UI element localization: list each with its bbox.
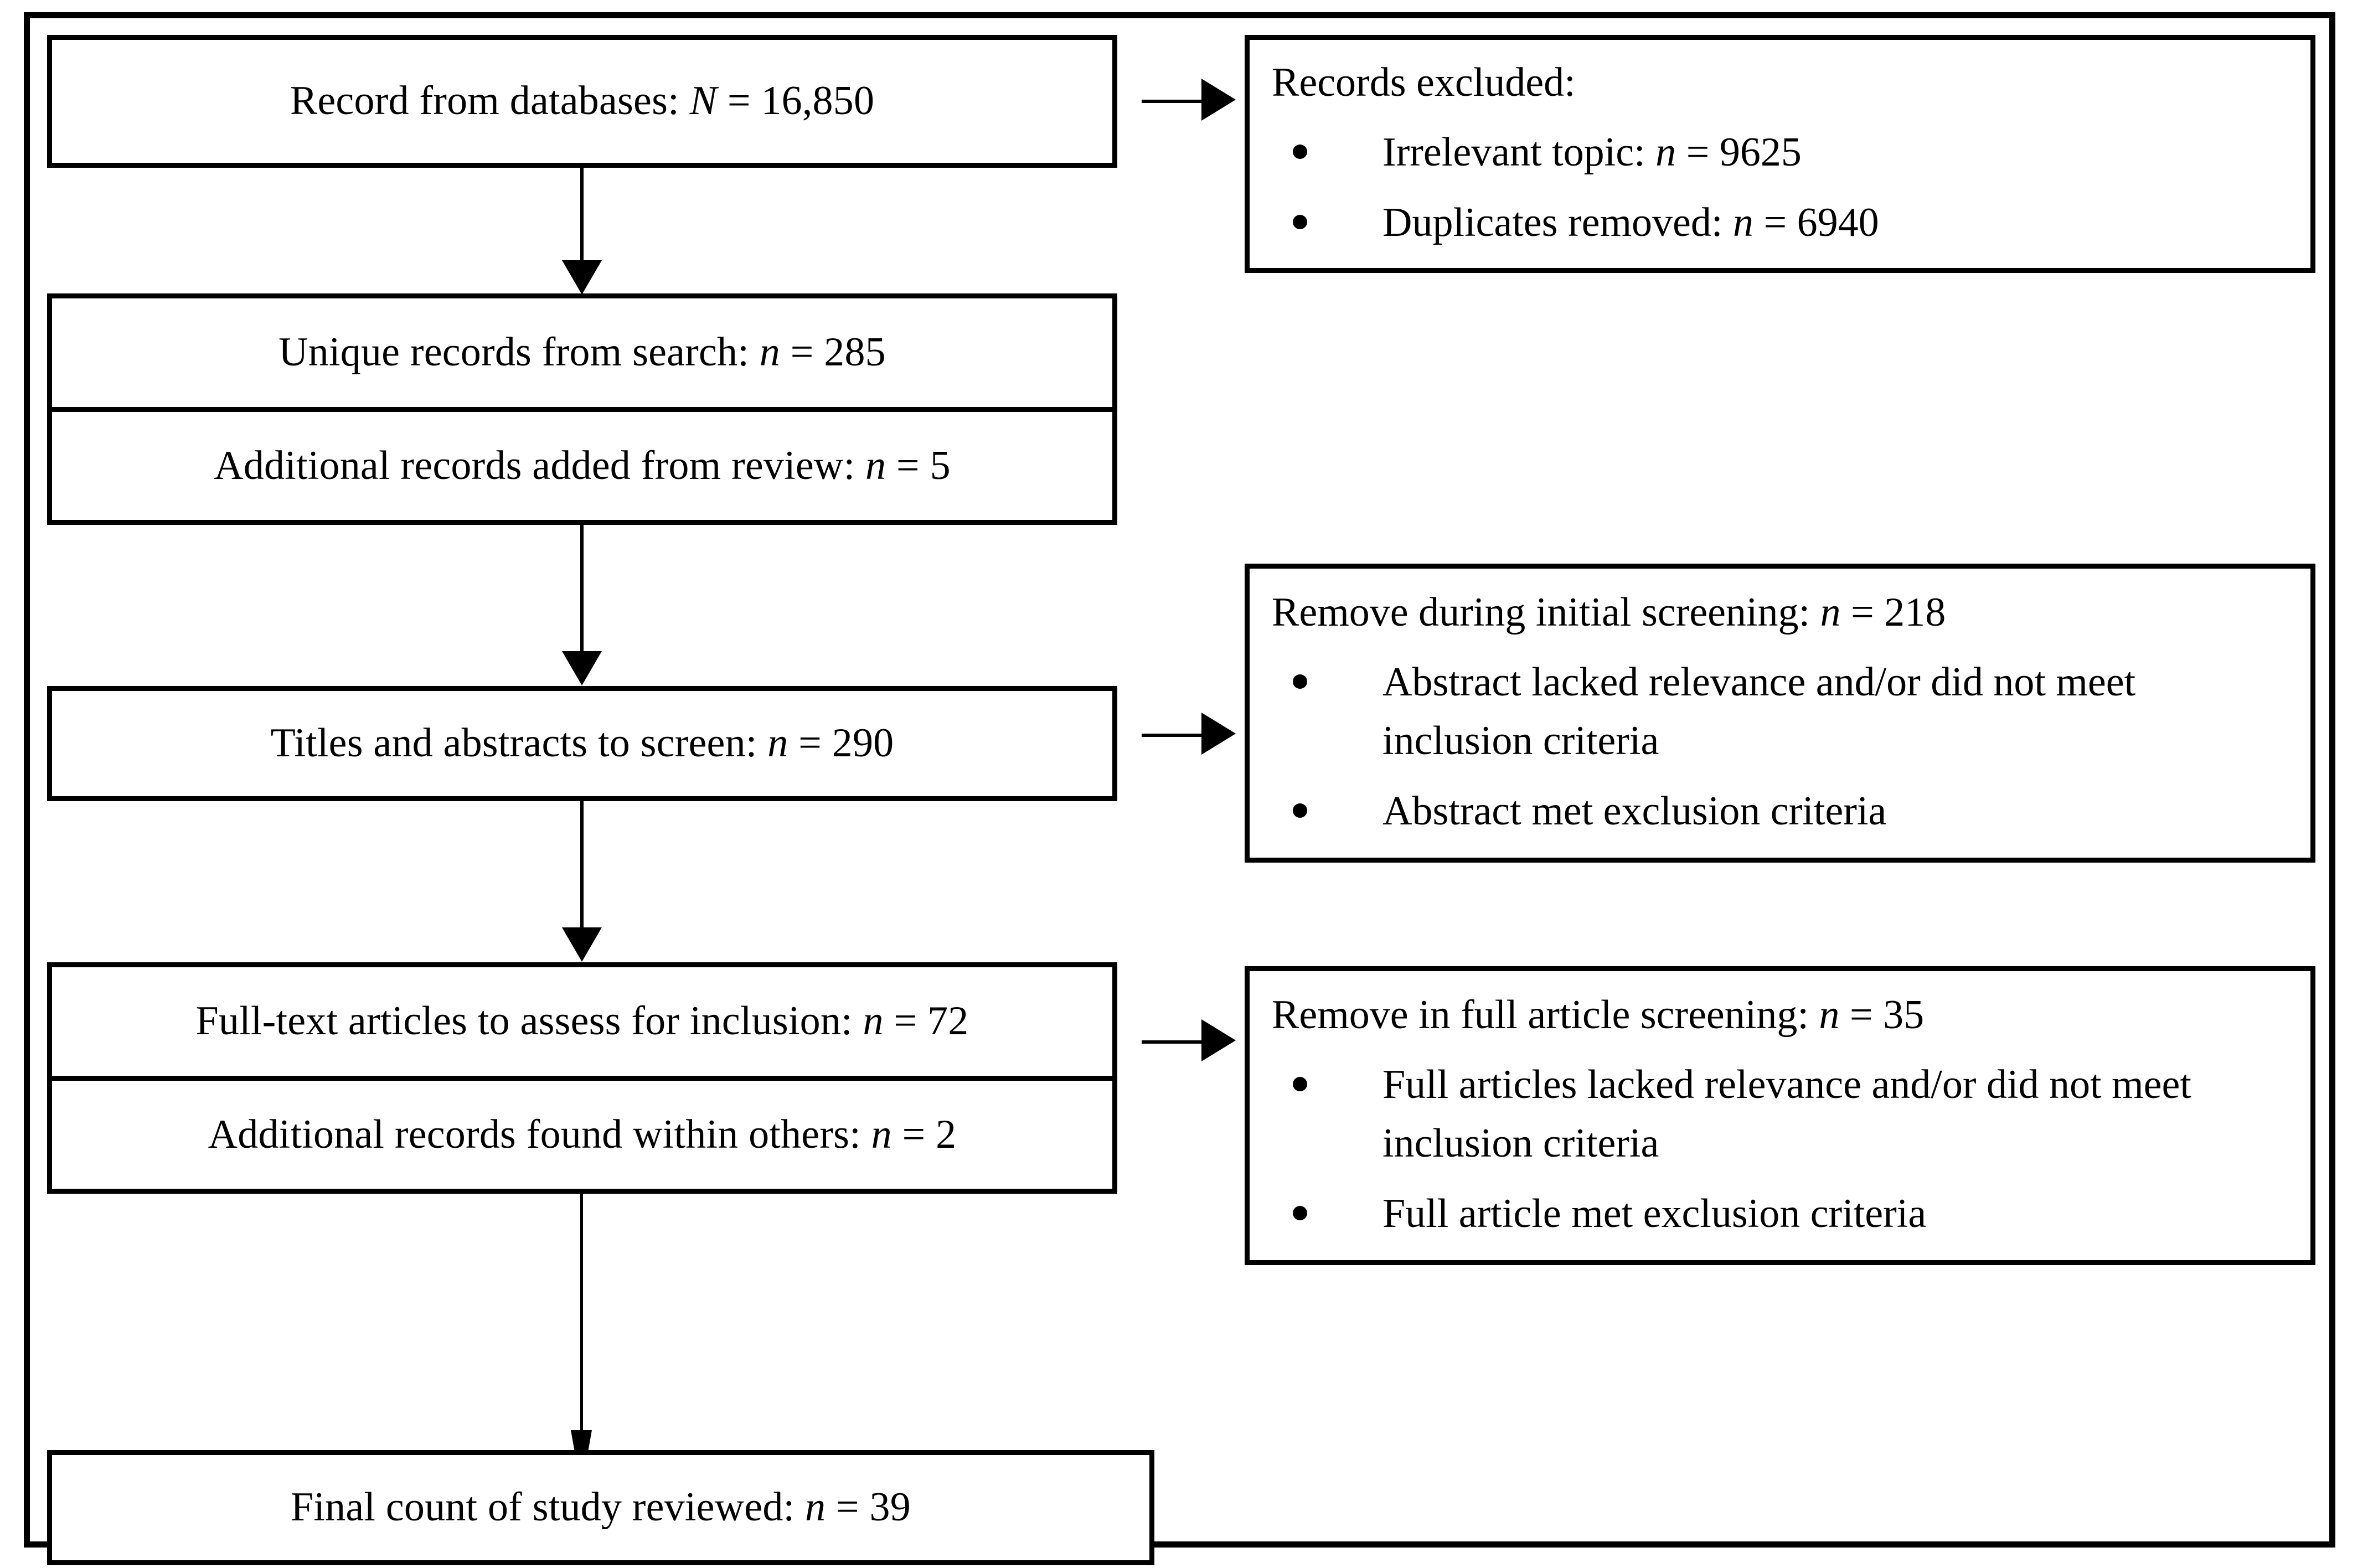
bullet-icon bbox=[1293, 803, 1307, 818]
panel-item-list: Full articles lacked relevance and/or di… bbox=[1272, 1056, 2291, 1242]
item-prefix: Irrelevant topic: bbox=[1382, 130, 1656, 176]
panel-records-excluded: Records excluded: Irrelevant topic: n = … bbox=[1245, 35, 2315, 273]
connector-arrowhead-down bbox=[562, 651, 602, 685]
box-titles-and-abstracts-to-screen: Titles and abstracts to screen: n = 290 bbox=[47, 686, 1117, 801]
list-item: Irrelevant topic: n = 9625 bbox=[1272, 123, 2291, 182]
bullet-icon bbox=[1293, 1205, 1307, 1220]
label-prefix: Additional records added from review: bbox=[214, 442, 866, 488]
label-prefix: Unique records from search: bbox=[278, 329, 760, 375]
list-item: Abstract lacked relevance and/or did not… bbox=[1272, 653, 2291, 770]
records-from-databases-label: Record from databases: N = 16,850 bbox=[290, 77, 874, 125]
box-final-count-of-study-reviewed: Final count of study reviewed: n = 39 bbox=[47, 1450, 1154, 1565]
item-prefix: Full article met exclusion criteria bbox=[1382, 1190, 1927, 1236]
connector-unique-to-screening bbox=[580, 525, 584, 670]
heading-prefix: Records excluded: bbox=[1272, 59, 1576, 105]
list-item: Full articles lacked relevance and/or di… bbox=[1272, 1056, 2291, 1172]
box-cell: Additional records added from review: n … bbox=[52, 406, 1112, 520]
list-item: Duplicates removed: n = 6940 bbox=[1272, 194, 2291, 252]
label-suffix: = 72 bbox=[883, 998, 969, 1044]
item-prefix: Duplicates removed: bbox=[1382, 200, 1733, 246]
heading-variable: n bbox=[1820, 590, 1841, 636]
diagram-outer-frame bbox=[24, 12, 2335, 1548]
heading-suffix: = 218 bbox=[1840, 590, 1946, 636]
panel-heading: Records excluded: bbox=[1272, 56, 2291, 109]
label-suffix: = 5 bbox=[886, 442, 951, 488]
connector-arrowhead-right bbox=[1201, 1019, 1236, 1061]
label-variable: n bbox=[759, 329, 780, 375]
connector-fulltext-to-removed bbox=[1142, 1040, 1204, 1044]
label-variable: n bbox=[871, 1111, 892, 1157]
bullet-icon bbox=[1293, 145, 1307, 159]
heading-suffix: = 35 bbox=[1839, 992, 1925, 1038]
label-suffix: = 16,850 bbox=[717, 78, 875, 124]
label-suffix: = 285 bbox=[780, 329, 886, 375]
heading-prefix: Remove in full article screening: bbox=[1272, 992, 1819, 1038]
connector-identification-to-excluded bbox=[1142, 100, 1204, 103]
box-cell: Titles and abstracts to screen: n = 290 bbox=[52, 691, 1112, 796]
connector-fulltext-to-final bbox=[580, 1194, 583, 1493]
titles-abstracts-label: Titles and abstracts to screen: n = 290 bbox=[271, 719, 894, 767]
label-prefix: Titles and abstracts to screen: bbox=[270, 720, 768, 766]
connector-arrowhead-down bbox=[562, 260, 602, 295]
label-variable: N bbox=[689, 78, 718, 124]
item-suffix: = 9625 bbox=[1676, 130, 1802, 176]
box-fulltext-and-additional-records: Full-text articles to assess for inclusi… bbox=[47, 962, 1117, 1194]
panel-item-list: Irrelevant topic: n = 9625 Duplicates re… bbox=[1272, 123, 2291, 252]
additional-records-from-review-label: Additional records added from review: n … bbox=[214, 442, 951, 490]
box-cell: Record from databases: N = 16,850 bbox=[52, 40, 1112, 163]
label-variable: n bbox=[863, 998, 884, 1044]
panel-remove-during-initial-screening: Remove during initial screening: n = 218… bbox=[1245, 564, 2315, 863]
item-variable: n bbox=[1732, 200, 1753, 246]
label-variable: n bbox=[767, 720, 788, 766]
unique-records-label: Unique records from search: n = 285 bbox=[278, 328, 886, 376]
box-cell: Additional records found within others: … bbox=[52, 1075, 1112, 1189]
label-suffix: = 2 bbox=[891, 1111, 957, 1157]
connector-arrowhead-right bbox=[1201, 79, 1236, 121]
bullet-icon bbox=[1293, 1077, 1307, 1092]
additional-records-within-others-label: Additional records found within others: … bbox=[208, 1111, 957, 1159]
item-prefix: Abstract lacked relevance and/or did not… bbox=[1382, 659, 2136, 764]
bullet-icon bbox=[1293, 674, 1307, 689]
panel-heading: Remove during initial screening: n = 218 bbox=[1272, 586, 2291, 639]
label-prefix: Additional records found within others: bbox=[208, 1111, 871, 1157]
item-variable: n bbox=[1655, 130, 1676, 176]
label-variable: n bbox=[865, 442, 886, 488]
box-cell: Unique records from search: n = 285 bbox=[52, 298, 1112, 407]
box-records-from-databases: Record from databases: N = 16,850 bbox=[47, 35, 1117, 168]
connector-identification-to-unique bbox=[580, 168, 584, 280]
box-cell: Full-text articles to assess for inclusi… bbox=[52, 967, 1112, 1076]
final-count-label: Final count of study reviewed: n = 39 bbox=[291, 1483, 911, 1531]
connector-arrowhead-right bbox=[1201, 713, 1236, 755]
panel-remove-in-full-article-screening: Remove in full article screening: n = 35… bbox=[1245, 966, 2315, 1265]
connector-screening-to-removed bbox=[1142, 734, 1204, 737]
item-suffix: = 6940 bbox=[1753, 200, 1879, 246]
list-item: Abstract met exclusion criteria bbox=[1272, 782, 2291, 840]
heading-prefix: Remove during initial screening: bbox=[1272, 590, 1820, 636]
label-suffix: = 290 bbox=[788, 720, 894, 766]
connector-screening-to-fulltext bbox=[580, 801, 584, 946]
panel-item-list: Abstract lacked relevance and/or did not… bbox=[1272, 653, 2291, 840]
heading-variable: n bbox=[1819, 992, 1840, 1038]
label-prefix: Final count of study reviewed: bbox=[291, 1484, 806, 1530]
item-prefix: Full articles lacked relevance and/or di… bbox=[1382, 1062, 2191, 1166]
label-suffix: = 39 bbox=[826, 1484, 911, 1530]
list-item: Full article met exclusion criteria bbox=[1272, 1185, 2291, 1243]
item-prefix: Abstract met exclusion criteria bbox=[1382, 788, 1887, 834]
panel-heading: Remove in full article screening: n = 35 bbox=[1272, 988, 2291, 1041]
label-prefix: Record from databases: bbox=[290, 78, 690, 124]
label-variable: n bbox=[805, 1484, 826, 1530]
bullet-icon bbox=[1293, 215, 1307, 230]
connector-arrowhead-down bbox=[562, 927, 602, 962]
fulltext-articles-label: Full-text articles to assess for inclusi… bbox=[196, 997, 969, 1045]
label-prefix: Full-text articles to assess for inclusi… bbox=[195, 998, 863, 1044]
box-cell: Final count of study reviewed: n = 39 bbox=[52, 1455, 1149, 1560]
box-unique-and-additional-records: Unique records from search: n = 285 Addi… bbox=[47, 293, 1117, 525]
